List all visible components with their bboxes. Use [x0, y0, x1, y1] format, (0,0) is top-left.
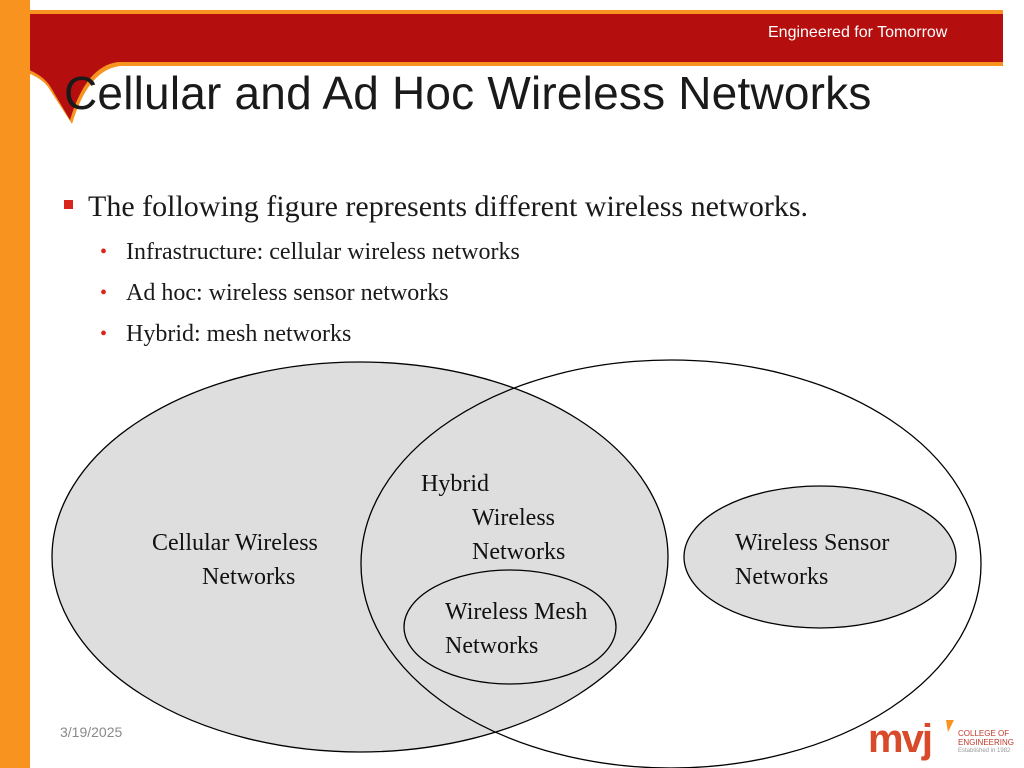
cellular-label-line1: Cellular Wireless: [152, 530, 318, 556]
cellular-ellipse-outline: [51, 361, 669, 753]
dot-bullet-icon: •: [100, 323, 108, 345]
sub-bullet-text: Ad hoc: wireless sensor networks: [126, 280, 449, 306]
logo-mark: mvj: [868, 717, 931, 761]
sub-bullet-list: • Infrastructure: cellular wireless netwo…: [100, 232, 808, 355]
cellular-label-line2: Networks: [202, 564, 295, 590]
bullet-main-text: The following figure represents differen…: [88, 190, 809, 223]
logo-text: COLLEGE OF ENGINEERING Established in 19…: [958, 729, 1014, 756]
sub-bullet-infrastructure: • Infrastructure: cellular wireless netwo…: [100, 232, 808, 273]
logo-line3: Established in 1982: [958, 748, 1011, 754]
bullet-list: The following figure represents differen…: [62, 188, 808, 355]
sub-bullet-adhoc: • Ad hoc: wireless sensor networks: [100, 273, 808, 314]
logo-swoosh-icon: [946, 720, 954, 732]
dot-bullet-icon: •: [100, 241, 108, 263]
sensor-label-line1: Wireless Sensor: [735, 530, 889, 556]
logo-line1: COLLEGE OF: [958, 729, 1010, 738]
sensor-label-line2: Networks: [735, 564, 828, 590]
hybrid-label-line2: Wireless: [472, 505, 555, 531]
sub-bullet-text: Hybrid: mesh networks: [126, 321, 352, 347]
header-tagline: Engineered for Tomorrow: [768, 24, 948, 41]
bullet-main: The following figure represents differen…: [62, 188, 808, 226]
header-band: [0, 10, 1003, 124]
left-accent-bar: [0, 0, 30, 768]
college-logo: mvj: [868, 717, 954, 761]
slide-date: 3/19/2025: [60, 724, 123, 740]
sensor-networks-ellipse: [683, 485, 957, 629]
logo-line2: ENGINEERING: [958, 738, 1015, 747]
hybrid-label-line3: Networks: [472, 539, 565, 565]
sub-bullet-text: Infrastructure: cellular wireless networ…: [126, 239, 520, 265]
mesh-label-line2: Networks: [445, 633, 538, 659]
hybrid-label-line1: Hybrid: [421, 471, 489, 497]
mesh-label-line1: Wireless Mesh: [445, 599, 587, 625]
sub-bullet-hybrid: • Hybrid: mesh networks: [100, 314, 808, 355]
mesh-networks-ellipse: [403, 569, 617, 685]
slide-title: Cellular and Ad Hoc Wireless Networks: [64, 67, 872, 119]
dot-bullet-icon: •: [100, 282, 108, 304]
adhoc-ellipse-outline: [360, 359, 982, 768]
header-red-band: [0, 14, 1003, 120]
square-bullet-icon: [64, 200, 73, 209]
